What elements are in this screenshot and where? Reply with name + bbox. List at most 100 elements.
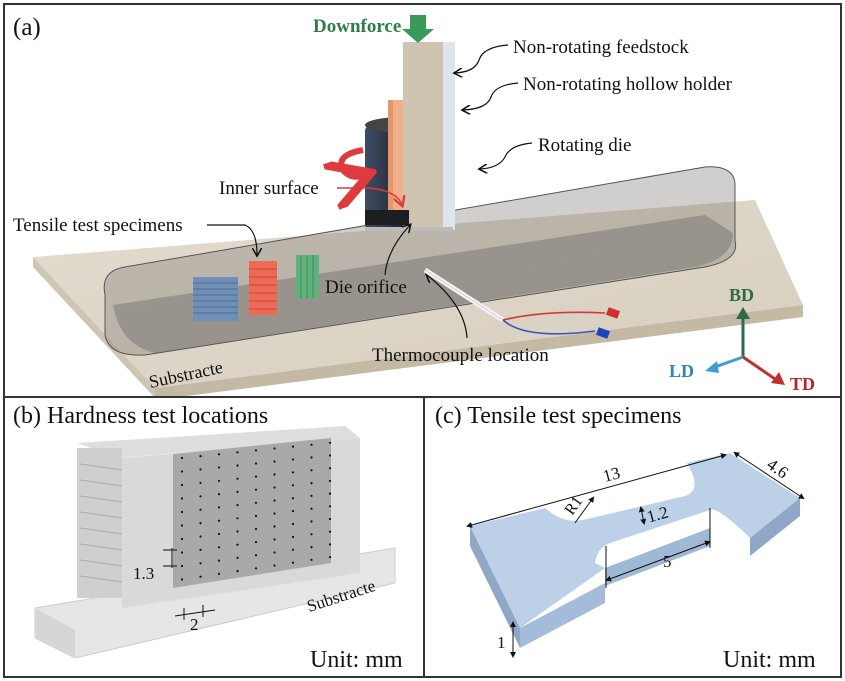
hardness-indent [291, 561, 295, 564]
inner-surface-label: Inner surface [219, 178, 319, 199]
hardness-indent [310, 546, 313, 549]
ld-axis-arrow [714, 355, 744, 369]
hardness-indent [180, 564, 184, 568]
hardness-indent [236, 570, 239, 573]
hardness-indent [310, 533, 313, 536]
hardness-indent [199, 535, 202, 538]
hardness-indent [217, 532, 221, 536]
panel-b-title: (b) Hardness test locations [13, 403, 269, 429]
tensile-label: Tensile test specimens [13, 215, 183, 236]
rotating-die-label: Rotating die [538, 135, 632, 156]
hardness-indent [254, 488, 258, 491]
hardness-indent [273, 551, 276, 554]
hardness-indent [236, 464, 239, 467]
rotation-arrow [341, 147, 365, 177]
hardness-indent [180, 537, 184, 541]
hardness-indent [328, 441, 332, 444]
hardness-indent [199, 522, 202, 525]
specimen-blue [193, 277, 238, 321]
hardness-indent [180, 456, 184, 460]
ld-axis-label: LD [669, 361, 695, 381]
dim-length-line [466, 453, 727, 528]
hardness-indent [180, 483, 184, 487]
hardness-indent [310, 456, 313, 459]
wire-red [502, 311, 606, 321]
downforce-label: Downforce [313, 16, 402, 37]
hardness-indent [273, 486, 276, 489]
hardness-indent [236, 451, 239, 454]
hardness-indent [180, 524, 184, 527]
hardness-indent [199, 575, 202, 578]
specimen-green [296, 255, 319, 298]
panel-a-tag: (a) [13, 14, 41, 41]
hardness-indent [254, 541, 258, 544]
panel-a: (a) Downforce Non-rotating feedstock Non… [3, 3, 842, 398]
feedstock-label: Non-rotating feedstock [513, 37, 689, 58]
wall-side [77, 448, 122, 598]
hardness-indent [236, 490, 239, 493]
hardness-indent [291, 510, 295, 513]
wall-top [77, 426, 360, 458]
specimen-red [249, 261, 277, 315]
feedstock [403, 42, 449, 230]
hardness-indent [236, 517, 239, 520]
hardness-indent [254, 475, 258, 478]
hardness-indent [199, 481, 202, 484]
hardness-indent [217, 479, 221, 482]
hardness-indent [199, 495, 202, 498]
bd-axis-label: BD [729, 285, 755, 305]
hardness-indent [273, 512, 276, 515]
hardness-indent [291, 548, 295, 551]
hardness-indent [310, 558, 313, 561]
dim-gauge-line [605, 540, 711, 582]
holder-label: Non-rotating hollow holder [523, 74, 732, 95]
hardness-indent [236, 556, 239, 559]
hardness-indent [236, 543, 239, 546]
dim-gauge-length: 5 [663, 552, 672, 571]
hardness-indent [217, 519, 221, 522]
hardness-indent [291, 471, 295, 474]
hardness-indent [291, 497, 295, 500]
hardness-indent [180, 497, 184, 500]
test-region [173, 438, 331, 588]
hardness-indent [328, 543, 332, 546]
hardness-indent [273, 499, 276, 502]
hardness-indent [291, 522, 295, 526]
hardness-illustration [34, 426, 396, 659]
panel-c: (c) Tensile test specimens 13 4.6 R1 1.2… [423, 396, 842, 678]
thermocouple-label: Thermocouple location [372, 345, 549, 366]
hardness-indent [199, 468, 202, 471]
hardness-indent [291, 484, 295, 487]
td-axis-arrow [742, 355, 776, 381]
wire-blue [502, 319, 596, 335]
process-illustration [33, 15, 803, 396]
hardness-indent [273, 538, 276, 541]
panel-c-title: (c) Tensile test specimens [435, 403, 682, 429]
hardness-indent [217, 559, 221, 562]
dim-vertical-spacing: 1.3 [133, 564, 155, 583]
hardness-indent [199, 562, 202, 565]
hardness-indent [236, 477, 239, 480]
dim-radius-line [574, 496, 595, 524]
hardness-indent [180, 510, 184, 514]
hardness-indent [310, 507, 313, 510]
hardness-indent [328, 505, 332, 508]
hardness-indent [254, 567, 258, 570]
hardness-indent [180, 470, 184, 473]
unit-label-b: Unit: mm [310, 647, 403, 673]
hardness-indent [328, 492, 332, 495]
hardness-indent [310, 482, 313, 485]
hardness-indent [254, 514, 258, 517]
hardness-indent [273, 473, 276, 476]
td-axis-label: TD [790, 374, 816, 394]
hardness-indent [217, 546, 221, 549]
hardness-indent [273, 564, 276, 567]
hardness-indent [236, 530, 239, 533]
hardness-indent [291, 445, 295, 448]
hardness-indent [291, 535, 295, 538]
hardness-indent [328, 479, 332, 482]
hardness-indent [217, 506, 221, 509]
hardness-indent [273, 447, 276, 450]
hardness-indent [217, 572, 221, 575]
hardness-indent [180, 551, 184, 554]
